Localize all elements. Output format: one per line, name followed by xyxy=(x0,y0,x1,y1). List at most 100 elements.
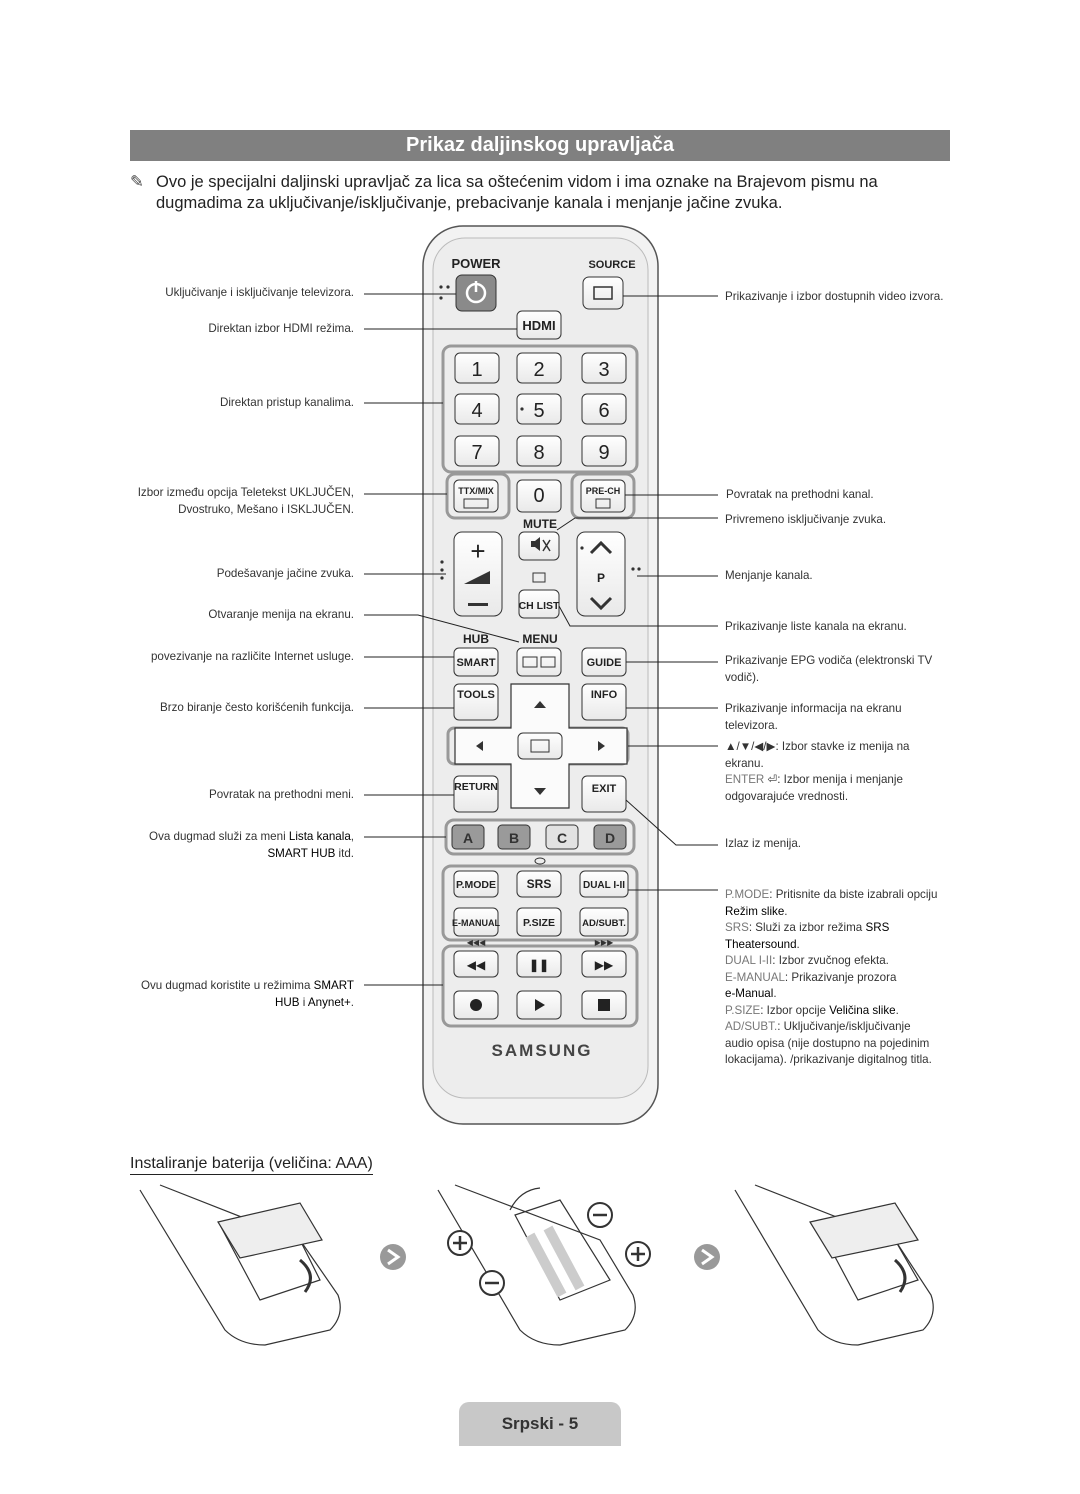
rewind-button xyxy=(453,950,499,978)
channel-rocker xyxy=(576,531,626,617)
svg-text:TOOLS: TOOLS xyxy=(457,689,495,701)
power-label: POWER xyxy=(451,256,501,271)
exit-button xyxy=(581,775,627,813)
label-exit: Izlaz iz menija. xyxy=(725,837,802,850)
ch-list-button xyxy=(518,589,560,619)
svg-text:P.SIZE: P.SIZE xyxy=(523,917,555,929)
svg-text:PRE-CH: PRE-CH xyxy=(586,486,621,496)
label-channel: Menjanje kanala. xyxy=(725,569,813,582)
digit-8: 8 xyxy=(533,442,544,464)
digit-5: 5 xyxy=(533,400,544,422)
menu-button xyxy=(516,647,562,677)
svg-text:▶▶: ▶▶ xyxy=(595,958,614,972)
note: ✎ Ovo je specijalni daljinski upravljač z… xyxy=(130,172,950,214)
digit-1: 1 xyxy=(471,359,482,381)
label-guide: Prikazivanje EPG vodiča (elektronski TV … xyxy=(725,654,933,684)
svg-text:D: D xyxy=(605,830,615,846)
note-line-1: Ovo je specijalni daljinski upravljač za… xyxy=(156,173,878,191)
svg-text:CH LIST: CH LIST xyxy=(519,600,560,612)
svg-text:AD/SUBT.: AD/SUBT. xyxy=(582,918,626,929)
digit-7: 7 xyxy=(471,442,482,464)
label-volume: Podešavanje jačine zvuka. xyxy=(216,567,354,580)
label-return: Povratak na prethodni meni. xyxy=(208,788,354,801)
digit-3: 3 xyxy=(598,359,609,381)
svg-text:◀◀◀: ◀◀◀ xyxy=(467,938,486,947)
label-prech: Povratak na prethodni kanal. xyxy=(726,488,874,501)
power-button xyxy=(455,274,497,312)
battery-step-2 xyxy=(437,1184,636,1346)
return-button xyxy=(453,775,499,813)
digit-4: 4 xyxy=(471,400,482,422)
label-hdmi: Direktan izbor HDMI režima. xyxy=(208,322,354,335)
p-size-button xyxy=(516,907,562,937)
srs-button xyxy=(516,870,562,898)
zero-button xyxy=(516,479,562,513)
svg-text:+: + xyxy=(470,536,485,566)
label-chlist: Prikazivanje liste kanala na ekranu. xyxy=(725,620,907,633)
svg-text:HUB: HUB xyxy=(463,632,489,646)
samsung-logo: SAMSUNG xyxy=(492,1041,593,1060)
color-button-c xyxy=(545,824,579,850)
fast-forward-button xyxy=(581,950,627,978)
enter-icon: ⏎ xyxy=(764,773,778,786)
source-label: SOURCE xyxy=(588,259,635,271)
svg-text:0: 0 xyxy=(533,485,544,507)
ad-subt-button xyxy=(579,907,629,937)
label-ttx: Izbor između opcija Teletekst UKLJUČEN, … xyxy=(137,486,354,516)
svg-text:DUAL I-II: DUAL I-II xyxy=(583,880,625,891)
svg-text:RETURN: RETURN xyxy=(454,781,498,793)
ttx-mix-button xyxy=(453,479,499,513)
digit-9: 9 xyxy=(598,442,609,464)
svg-text:TTX/MIX: TTX/MIX xyxy=(458,486,494,496)
svg-text:A: A xyxy=(463,830,473,846)
battery-heading: Instaliranje baterija (veličina: AAA) xyxy=(130,1155,373,1175)
hdmi-label: HDMI xyxy=(522,318,555,333)
label-smart: povezivanje na različite Internet usluge… xyxy=(150,650,354,663)
svg-text:C: C xyxy=(557,830,567,846)
svg-text:GUIDE: GUIDE xyxy=(587,657,622,669)
svg-text:MENU: MENU xyxy=(522,632,557,646)
label-source: Prikazivanje i izbor dostupnih video izv… xyxy=(725,290,944,303)
svg-text:B: B xyxy=(509,830,519,846)
minus-icon xyxy=(587,1202,613,1228)
battery-step-1 xyxy=(139,1184,341,1346)
label-nav: ▲/▼/◀/▶: Izbor stavke iz menija na ekran… xyxy=(725,740,910,803)
label-media: Ovu dugmad koristite u režimima SMART HU… xyxy=(140,979,354,1009)
svg-text:SRS: SRS xyxy=(527,877,552,891)
plus-icon xyxy=(447,1230,473,1256)
digit-2: 2 xyxy=(533,359,544,381)
label-menu: Otvaranje menija na ekranu. xyxy=(208,608,354,621)
label-mute: Privremeno isključivanje zvuka. xyxy=(725,513,887,526)
svg-text:P: P xyxy=(597,571,605,585)
svg-text:SMART: SMART xyxy=(456,657,495,669)
label-info: Prikazivanje informacija na ekranu telev… xyxy=(725,702,902,732)
e-manual-button xyxy=(453,907,499,937)
label-colors: Ova dugmad služi za meni Lista kanala, S… xyxy=(149,830,354,860)
color-button-a xyxy=(451,824,485,850)
p-mode-button xyxy=(453,870,499,898)
hdmi-button xyxy=(516,310,562,340)
battery-step-3 xyxy=(734,1184,934,1346)
minus-icon xyxy=(479,1270,505,1296)
label-channels: Direktan pristup kanalima. xyxy=(219,396,354,409)
digit-6: 6 xyxy=(598,400,609,422)
svg-text:▶▶▶: ▶▶▶ xyxy=(595,938,614,947)
svg-text:INFO: INFO xyxy=(591,689,618,701)
smart-hub-button xyxy=(453,647,499,677)
svg-text:P.MODE: P.MODE xyxy=(456,879,496,891)
svg-text:◀◀: ◀◀ xyxy=(467,958,486,972)
info-button xyxy=(581,683,627,721)
mute-label: MUTE xyxy=(523,517,557,531)
label-modes: P.MODE: Pritisnite da biste izabrali opc… xyxy=(725,888,938,1066)
pencil-icon: ✎ xyxy=(130,173,144,191)
color-button-b xyxy=(497,824,531,850)
pause-button xyxy=(516,950,562,978)
volume-rocker xyxy=(453,531,503,617)
svg-text:EXIT: EXIT xyxy=(592,783,617,795)
label-power: Uključivanje i isključivanje televizora. xyxy=(165,286,354,299)
tools-button xyxy=(453,683,499,721)
plus-icon xyxy=(625,1241,651,1267)
enter-button xyxy=(517,732,563,760)
page-footer: Srpski - 5 xyxy=(459,1402,621,1446)
